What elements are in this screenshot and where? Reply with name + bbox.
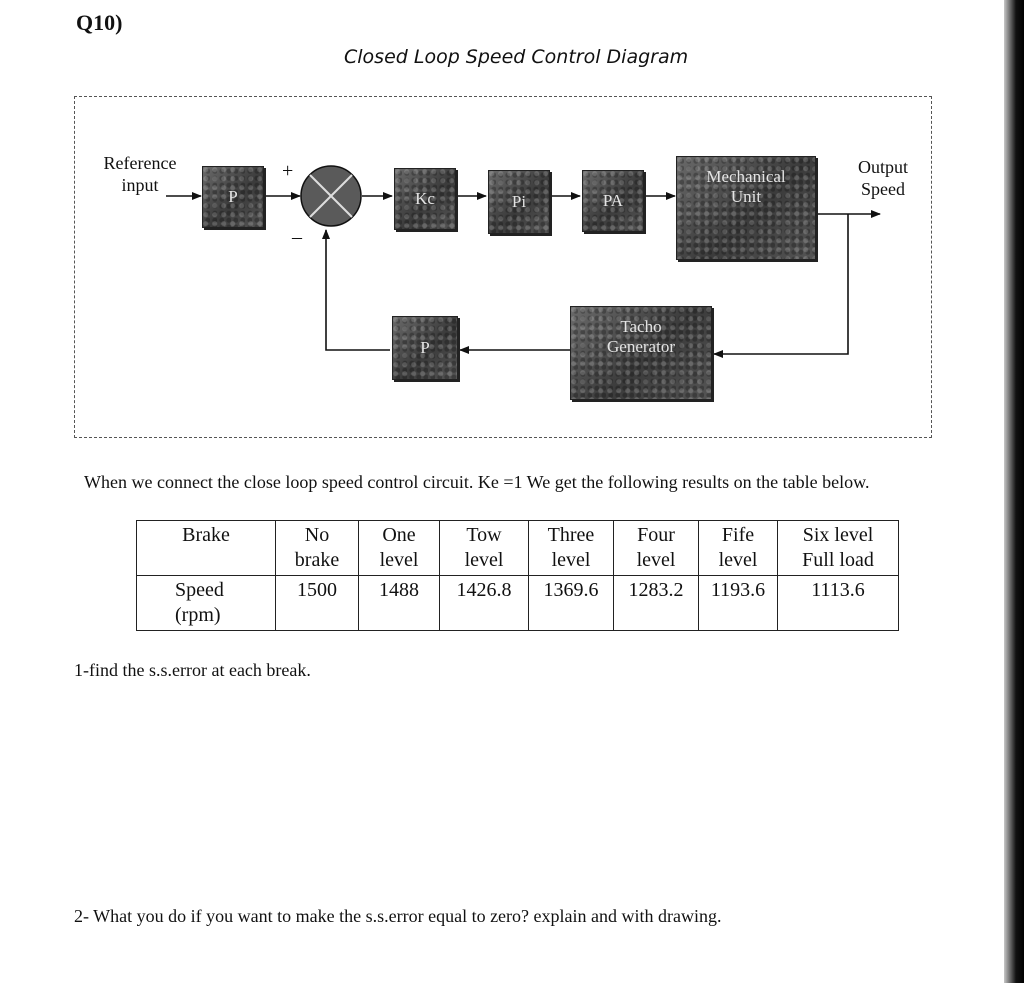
pa-label: PA bbox=[602, 191, 624, 210]
brake-cell: Tow level bbox=[439, 520, 529, 576]
scan-edge-shadow bbox=[1004, 0, 1024, 983]
pi-label: Pi bbox=[511, 192, 527, 211]
brake-header-cell: Brake bbox=[136, 520, 276, 576]
wire-p-to-summer-feedback bbox=[322, 229, 390, 351]
tacho-label-line2: Generator bbox=[607, 337, 675, 356]
output-label-line2: Speed bbox=[861, 179, 905, 199]
pa-block: PA bbox=[582, 170, 644, 232]
mechanical-label-line1: Mechanical bbox=[706, 167, 786, 186]
intro-sentence: When we connect the close loop speed con… bbox=[84, 472, 870, 492]
mechanical-unit-block: Mechanical Unit bbox=[676, 156, 816, 260]
table-row-brake: Brake No brake One level Tow level Three… bbox=[136, 520, 899, 576]
question-number: Q10) bbox=[76, 10, 123, 35]
speed-cell: 1488 bbox=[358, 575, 440, 631]
results-table: Brake No brake One level Tow level Three… bbox=[136, 520, 899, 631]
plus-sign: + bbox=[282, 160, 294, 182]
kc-label: Kc bbox=[415, 189, 435, 208]
speed-cell: 1113.6 bbox=[777, 575, 899, 631]
brake-cell: No brake bbox=[275, 520, 359, 576]
output-label-line1: Output bbox=[857, 157, 908, 177]
reference-label-line1: Reference bbox=[103, 153, 177, 173]
brake-cell: Four level bbox=[613, 520, 699, 576]
brake-cell: One level bbox=[358, 520, 440, 576]
diagram-title: Closed Loop Speed Control Diagram bbox=[344, 46, 689, 68]
question-1: 1-find the s.s.error at each break. bbox=[74, 660, 311, 680]
summing-junction bbox=[300, 165, 362, 227]
mechanical-label-line2: Unit bbox=[730, 187, 762, 206]
speed-cell: 1369.6 bbox=[528, 575, 614, 631]
speed-cell: 1193.6 bbox=[698, 575, 778, 631]
speed-cell: 1426.8 bbox=[439, 575, 529, 631]
wire-output-to-tacho bbox=[713, 214, 849, 358]
tacho-label-line1: Tacho bbox=[620, 317, 662, 336]
feedback-p-label: P bbox=[420, 338, 430, 357]
table-row-speed: Speed (rpm) 1500 1488 1426.8 1369.6 1283… bbox=[136, 575, 899, 631]
question-2: 2- What you do if you want to make the s… bbox=[74, 906, 722, 926]
brake-cell: Six level Full load bbox=[777, 520, 899, 576]
minus-sign: – bbox=[292, 226, 302, 248]
reference-label-line2: input bbox=[121, 175, 159, 195]
speed-cell: 1283.2 bbox=[613, 575, 699, 631]
brake-cell: Three level bbox=[528, 520, 614, 576]
brake-cell: Fife level bbox=[698, 520, 778, 576]
speed-header-cell: Speed (rpm) bbox=[136, 575, 276, 631]
diagram-frame bbox=[74, 96, 932, 438]
speed-cell: 1500 bbox=[275, 575, 359, 631]
tacho-generator-block: Tacho Generator bbox=[570, 306, 712, 400]
input-p-label: P bbox=[228, 187, 238, 206]
pi-block: Pi bbox=[488, 170, 550, 234]
feedback-p-block: P bbox=[392, 316, 458, 380]
kc-block: Kc bbox=[394, 168, 456, 230]
input-p-block: P bbox=[202, 166, 264, 228]
